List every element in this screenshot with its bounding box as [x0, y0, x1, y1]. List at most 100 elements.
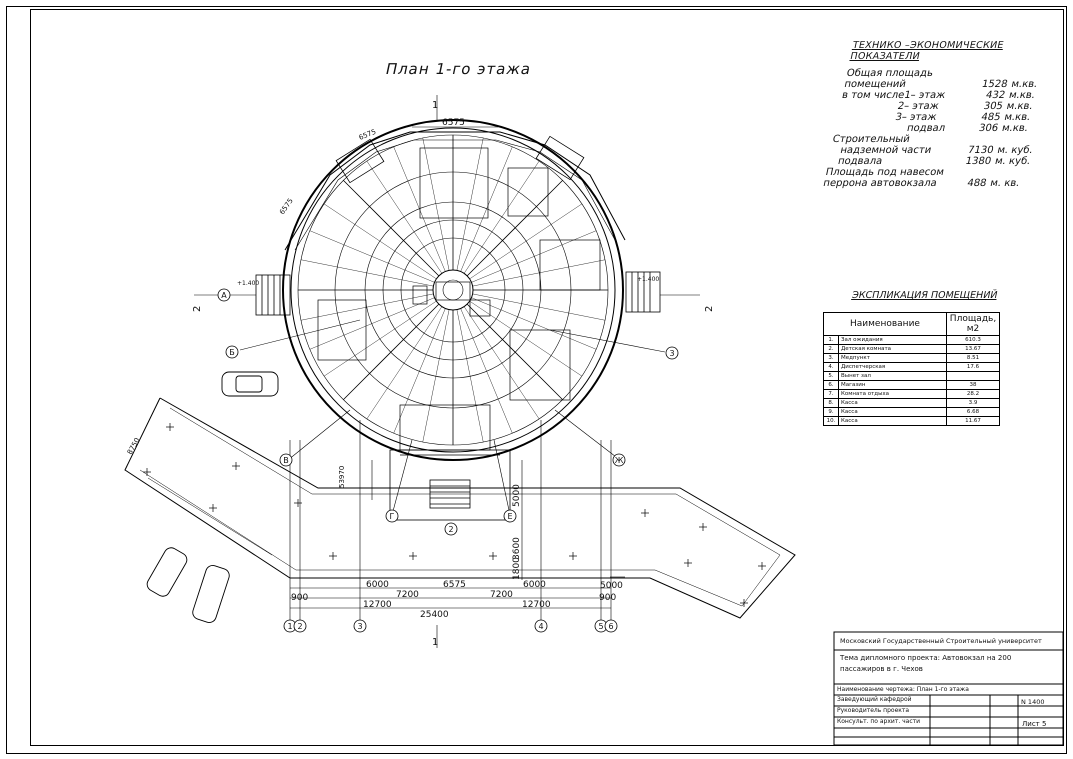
- section-mark-west: 2: [192, 306, 203, 312]
- stamp-consultant: Консульт. по архит. части: [837, 718, 921, 725]
- radial-line: [393, 308, 446, 434]
- radial-line: [469, 300, 582, 377]
- radial-line: [469, 203, 582, 280]
- radial-line: [460, 146, 513, 272]
- radial-line: [471, 230, 597, 283]
- stairs-northwest: [335, 135, 585, 184]
- radial-line: [422, 137, 450, 271]
- axis-label: 2: [297, 622, 302, 631]
- axis-label: Е: [507, 512, 512, 521]
- axis-label: 3: [357, 622, 362, 631]
- stamp-sheet: Лист 5: [1022, 720, 1047, 728]
- axis-bubble: [534, 619, 548, 633]
- dimension-lines: [290, 126, 625, 609]
- axis-bubble: [503, 509, 517, 523]
- expl-cell-area: 11.67: [946, 416, 1000, 426]
- radial-line: [422, 309, 450, 443]
- stamp-theme-2: пассажиров в г. Чехов: [840, 665, 923, 673]
- axis-label: 2: [448, 525, 453, 534]
- radial-line: [463, 161, 540, 274]
- axis-bubble: [217, 288, 231, 302]
- axis-bubble: [353, 619, 367, 633]
- axis-label: 6: [608, 622, 613, 631]
- stairs-south: [429, 479, 471, 509]
- radial-line: [300, 293, 434, 321]
- dim-b4: 7200: [490, 590, 513, 600]
- axis-label: 4: [538, 622, 543, 631]
- axis-label: Г: [390, 512, 395, 521]
- radial-line: [456, 309, 484, 443]
- dim-b1: 6000: [366, 580, 389, 590]
- south-entrance: [389, 449, 511, 521]
- expl-header-area: Площадь, м2: [946, 312, 1000, 336]
- grid-axes: [194, 95, 700, 648]
- radial-line: [460, 308, 513, 434]
- dim-diag-1: 8750: [126, 437, 142, 456]
- radial-line: [324, 300, 437, 377]
- stairs-east: [625, 271, 661, 313]
- axis-label: Б: [229, 348, 235, 357]
- axis-bubble: [385, 509, 399, 523]
- dim-c2: 12700: [522, 600, 551, 610]
- dim-v-5000: 5000: [512, 484, 522, 507]
- platform-lights: [143, 423, 766, 607]
- radial-line: [366, 161, 443, 274]
- axis-bubble: [604, 619, 618, 633]
- bus-platform: [124, 397, 796, 619]
- axis-bubble: [225, 345, 239, 359]
- radial-line: [309, 297, 435, 350]
- axis-bubble: [293, 619, 307, 633]
- radial-line: [466, 303, 563, 400]
- axis-label: 5: [598, 622, 603, 631]
- dim-v-3600: 3600: [512, 537, 522, 560]
- radial-line: [472, 293, 606, 321]
- radial-line: [471, 297, 597, 350]
- dim-side-right: 900: [599, 593, 616, 603]
- dim-total: 25400: [420, 610, 449, 620]
- dim-side-left: 900: [291, 593, 308, 603]
- level-mark-east: +1.400: [637, 276, 659, 283]
- axis-label: А: [221, 291, 227, 300]
- dim-c1: 12700: [363, 600, 392, 610]
- radial-line: [472, 259, 606, 287]
- car-icons: [146, 371, 279, 623]
- north-facade: [284, 131, 626, 251]
- sheet-frame: [30, 9, 1064, 746]
- title-block: Московский Государственный Строительный …: [834, 632, 1064, 746]
- radial-line: [366, 306, 443, 419]
- radial-line: [300, 259, 434, 287]
- dim-v-53970: 53970: [338, 466, 346, 488]
- dim-top: 6575: [442, 118, 465, 128]
- radial-line: [466, 180, 563, 277]
- axis-bubble: [279, 453, 293, 467]
- radial-line: [309, 230, 435, 283]
- axis-label: Ж: [615, 456, 624, 465]
- axis-label: В: [283, 456, 289, 465]
- dim-b5: 6000: [523, 580, 546, 590]
- axis-bubble: [665, 346, 679, 360]
- dim-v-1800: 1800: [512, 557, 522, 580]
- radial-line: [456, 137, 484, 271]
- interior-walls: [317, 147, 601, 451]
- axis-bubble: [444, 522, 458, 536]
- stamp-institute: Московский Государственный Строительный …: [840, 637, 1042, 645]
- sheet-outer-frame: [6, 6, 1067, 754]
- stamp-number: N 1400: [1021, 698, 1045, 706]
- level-mark-west: +1.400: [237, 280, 259, 287]
- dim-b2: 7200: [396, 590, 419, 600]
- section-mark-bottom: 1: [432, 637, 438, 648]
- radial-line: [343, 303, 440, 400]
- dim-diag-2: 6575: [278, 197, 295, 216]
- axis-label: 3: [669, 349, 674, 358]
- dim-b3: 6575: [443, 580, 466, 590]
- radial-line: [324, 203, 437, 280]
- axis-bubble: [612, 453, 626, 467]
- section-mark-top: 1: [432, 100, 438, 111]
